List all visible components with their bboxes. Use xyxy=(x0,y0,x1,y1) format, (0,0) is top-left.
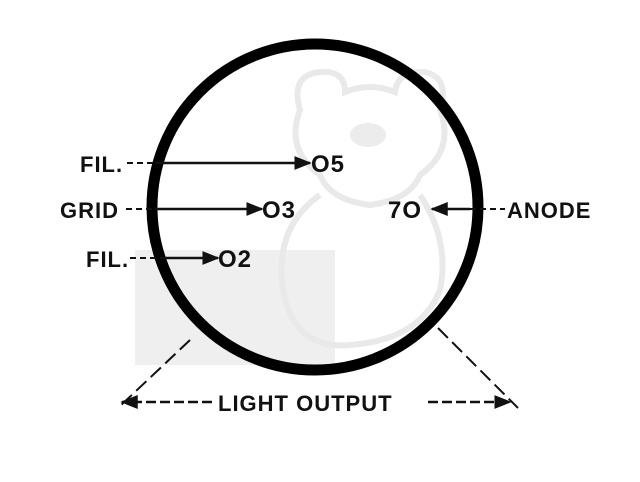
fil-top-label: FIL. xyxy=(80,152,123,177)
pin-2-group: FIL. O2 xyxy=(86,246,252,273)
pin-5-number: O5 xyxy=(311,151,345,178)
pin-3-number: O3 xyxy=(262,197,296,224)
light-output-label: LIGHT OUTPUT xyxy=(218,391,393,416)
light-output-right-guide xyxy=(437,327,519,409)
light-output-group: LIGHT OUTPUT xyxy=(117,327,519,416)
pin-7-group: 7O ANODE xyxy=(388,197,591,224)
tube-base-circle xyxy=(146,38,484,376)
pin-3-group: GRID O3 xyxy=(60,197,296,224)
pin-5-group: FIL. O5 xyxy=(80,151,345,178)
pin-2-number: O2 xyxy=(218,246,252,273)
grid-label: GRID xyxy=(60,198,119,223)
fil-bottom-label: FIL. xyxy=(86,247,129,272)
pin-7-number: 7O xyxy=(388,197,422,224)
anode-label: ANODE xyxy=(507,198,591,223)
